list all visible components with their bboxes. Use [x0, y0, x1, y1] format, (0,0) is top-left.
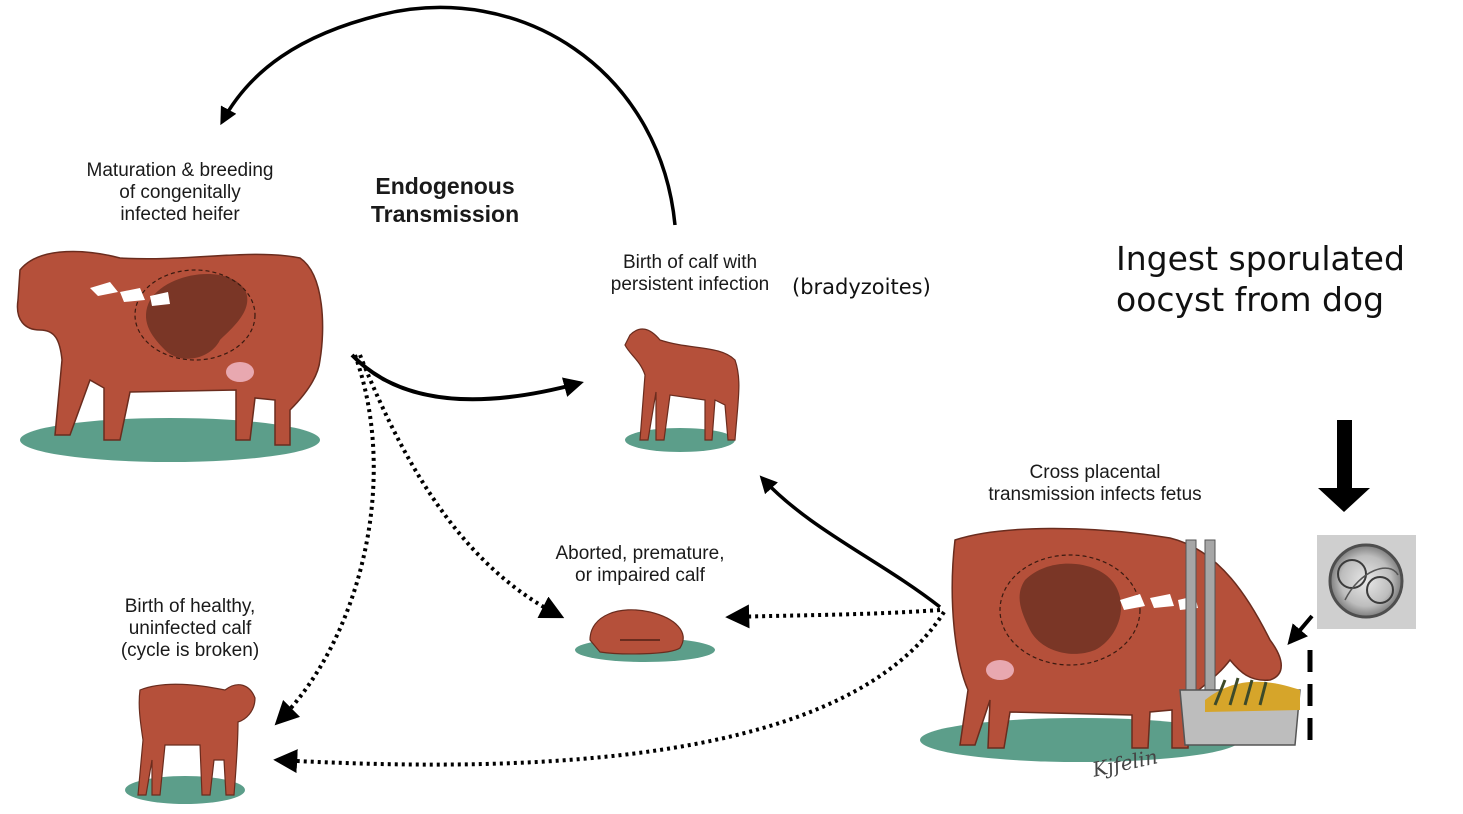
cross-line-2: transmission infects fetus [955, 484, 1235, 506]
aborted-calf-label: Aborted, premature, or impaired calf [530, 543, 750, 587]
title-line-1: Endogenous [330, 172, 560, 200]
ingest-line-1: Ingest sporulated [1116, 238, 1456, 279]
aborted-calf-illustration [575, 610, 715, 662]
healthy-calf-illustration [125, 684, 255, 804]
diagram-title: Endogenous Transmission [330, 172, 560, 228]
bradyzoites-note: (bradyzoites) [792, 275, 931, 299]
healthy-line-2: uninfected calf [80, 618, 300, 640]
healthy-line-3: (cycle is broken) [80, 640, 300, 662]
heifer-label-line-2: of congenitally [45, 182, 315, 204]
oocyst-to-cow-arrow [1290, 616, 1312, 642]
arrow-cow-to-calf [762, 478, 940, 607]
title-line-2: Transmission [330, 200, 560, 228]
aborted-line-2: or impaired calf [530, 565, 750, 587]
heifer-label: Maturation & breeding of congenitally in… [45, 160, 315, 226]
aborted-line-1: Aborted, premature, [530, 543, 750, 565]
ingest-label: Ingest sporulated oocyst from dog [1116, 238, 1456, 320]
persistent-calf-line-1: Birth of calf with [580, 252, 800, 274]
heifer-label-line-3: infected heifer [45, 204, 315, 226]
ingest-line-2: oocyst from dog [1116, 279, 1456, 320]
cross-placental-label: Cross placental transmission infects fet… [955, 462, 1235, 506]
heifer-cow-illustration [17, 251, 322, 462]
dotted-arrow-to-healthy [278, 355, 374, 722]
persistent-calf-label: Birth of calf with persistent infection [580, 252, 800, 296]
persistent-calf-line-2: persistent infection [580, 274, 800, 296]
cross-line-1: Cross placental [955, 462, 1235, 484]
dotted-arrow-cow-to-aborted [730, 610, 940, 617]
persistent-calf-illustration [625, 329, 739, 452]
arrow-heifer-to-calf [352, 355, 580, 399]
healthy-line-1: Birth of healthy, [80, 596, 300, 618]
oocyst-micrograph-icon [1317, 535, 1416, 629]
healthy-calf-label: Birth of healthy, uninfected calf (cycle… [80, 596, 300, 662]
ingest-arrow [1318, 420, 1370, 512]
heifer-label-line-1: Maturation & breeding [45, 160, 315, 182]
